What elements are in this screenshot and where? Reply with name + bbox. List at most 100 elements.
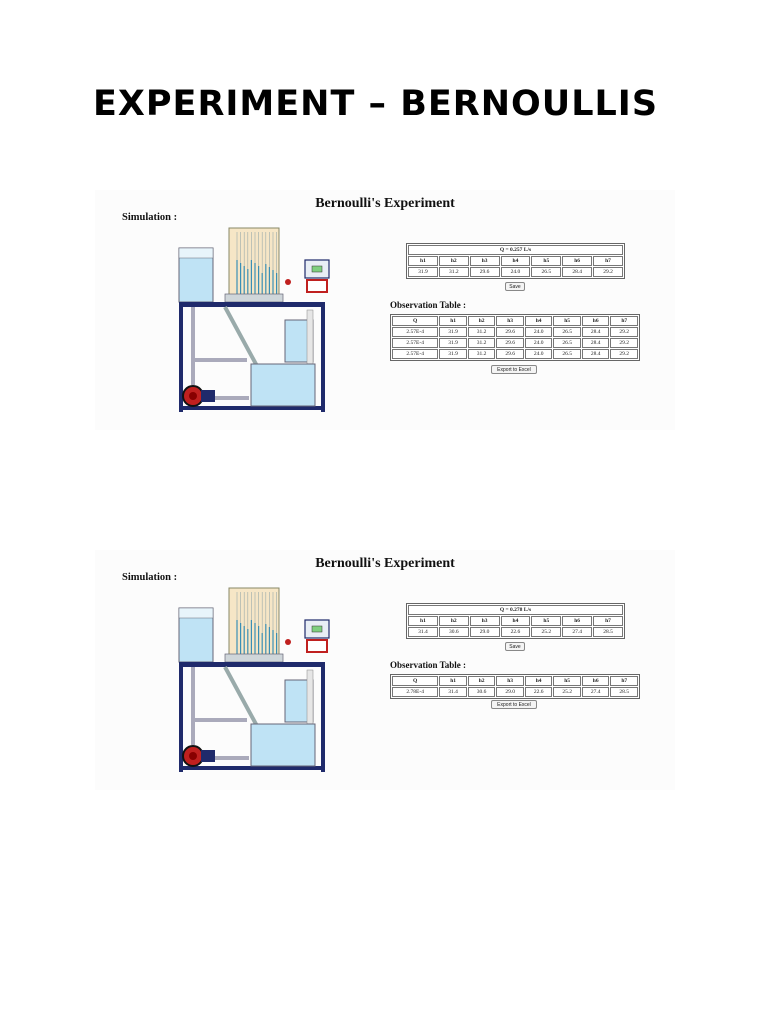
flow-rate-label: Q = 0.278 L/s xyxy=(408,605,623,615)
table-cell: 28.4 xyxy=(562,267,593,277)
table-cell: 28.4 xyxy=(581,349,610,359)
column-header: h1 xyxy=(408,256,438,266)
table-cell: 31.2 xyxy=(438,267,469,277)
table-cell: 2.78E-4 xyxy=(392,687,439,697)
column-header: Q xyxy=(392,316,439,326)
column-header: h1 xyxy=(439,676,467,686)
table-cell: 29.6 xyxy=(496,349,524,359)
table-cell: 24.0 xyxy=(524,349,553,359)
table-cell: 30.6 xyxy=(438,627,469,637)
column-header: h3 xyxy=(496,676,524,686)
table-cell: 28.5 xyxy=(593,627,623,637)
table-cell: 22.6 xyxy=(524,687,553,697)
apparatus xyxy=(175,580,335,780)
table-cell: 28.4 xyxy=(581,327,610,337)
bernoulli-apparatus-illustration xyxy=(178,587,330,772)
column-header: Q xyxy=(392,676,439,686)
column-header: h4 xyxy=(500,256,531,266)
simulation-label: Simulation : xyxy=(122,212,178,223)
observation-table-label: Observation Table : xyxy=(390,660,467,670)
table-cell: 29.2 xyxy=(610,338,638,348)
table-cell: 29.2 xyxy=(593,267,623,277)
column-header: h4 xyxy=(524,316,553,326)
column-header: h2 xyxy=(467,316,496,326)
table-cell: 25.2 xyxy=(553,687,581,697)
table-cell: 31.9 xyxy=(439,327,467,337)
column-header: h5 xyxy=(531,616,562,626)
table-cell: 27.4 xyxy=(562,627,593,637)
column-header: h3 xyxy=(469,256,500,266)
save-button[interactable]: Save xyxy=(505,282,525,291)
observation-table-label: Observation Table : xyxy=(390,300,467,310)
column-header: h7 xyxy=(593,256,623,266)
column-header: h5 xyxy=(553,676,581,686)
table-cell: 31.4 xyxy=(408,627,438,637)
flow-rate-label: Q = 0.257 L/s xyxy=(408,245,623,255)
simulation-label: Simulation : xyxy=(122,572,178,583)
column-header: h3 xyxy=(469,616,500,626)
table-cell: 27.4 xyxy=(581,687,610,697)
column-header: h6 xyxy=(581,676,610,686)
table-cell: 31.4 xyxy=(439,687,467,697)
table-cell: 31.9 xyxy=(408,267,438,277)
table-cell: 2.57E-4 xyxy=(392,327,439,337)
column-header: h7 xyxy=(610,676,638,686)
column-header: h5 xyxy=(553,316,581,326)
table-cell: 29.2 xyxy=(610,327,638,337)
table-cell: 28.5 xyxy=(610,687,638,697)
table-cell: 26.5 xyxy=(553,327,581,337)
column-header: h3 xyxy=(496,316,524,326)
bernoulli-apparatus-illustration xyxy=(178,227,330,412)
document-title: EXPERIMENT – BERNOULLIS xyxy=(93,84,659,124)
table-cell: 26.5 xyxy=(553,349,581,359)
table-cell: 31.2 xyxy=(467,327,496,337)
table-cell: 29.6 xyxy=(496,327,524,337)
table-cell: 22.6 xyxy=(500,627,531,637)
apparatus xyxy=(175,220,335,420)
column-header: h7 xyxy=(593,616,623,626)
column-header: h4 xyxy=(500,616,531,626)
column-header: h6 xyxy=(562,616,593,626)
table-cell: 29.0 xyxy=(469,627,500,637)
table-cell: 31.9 xyxy=(439,338,467,348)
export-to-excel-button[interactable]: Export to Excel xyxy=(491,700,537,709)
table-cell: 25.2 xyxy=(531,627,562,637)
table-cell: 29.2 xyxy=(610,349,638,359)
column-header: h6 xyxy=(581,316,610,326)
table-cell: 29.6 xyxy=(496,338,524,348)
table-cell: 29.6 xyxy=(469,267,500,277)
table-cell: 26.5 xyxy=(553,338,581,348)
table-cell: 29.0 xyxy=(496,687,524,697)
table-cell: 24.0 xyxy=(500,267,531,277)
column-header: h4 xyxy=(524,676,553,686)
panel-title: Bernoulli's Experiment xyxy=(315,556,455,571)
table-cell: 28.4 xyxy=(581,338,610,348)
column-header: h1 xyxy=(408,616,438,626)
panel-title: Bernoulli's Experiment xyxy=(315,196,455,211)
column-header: h2 xyxy=(467,676,496,686)
column-header: h6 xyxy=(562,256,593,266)
column-header: h2 xyxy=(438,616,469,626)
table-cell: 2.57E-4 xyxy=(392,349,439,359)
export-to-excel-button[interactable]: Export to Excel xyxy=(491,365,537,374)
table-cell: 2.57E-4 xyxy=(392,338,439,348)
save-button[interactable]: Save xyxy=(505,642,525,651)
table-cell: 30.6 xyxy=(467,687,496,697)
column-header: h2 xyxy=(438,256,469,266)
table-cell: 24.0 xyxy=(524,338,553,348)
table-cell: 24.0 xyxy=(524,327,553,337)
column-header: h5 xyxy=(531,256,562,266)
column-header: h1 xyxy=(439,316,467,326)
table-cell: 31.9 xyxy=(439,349,467,359)
table-cell: 31.2 xyxy=(467,349,496,359)
